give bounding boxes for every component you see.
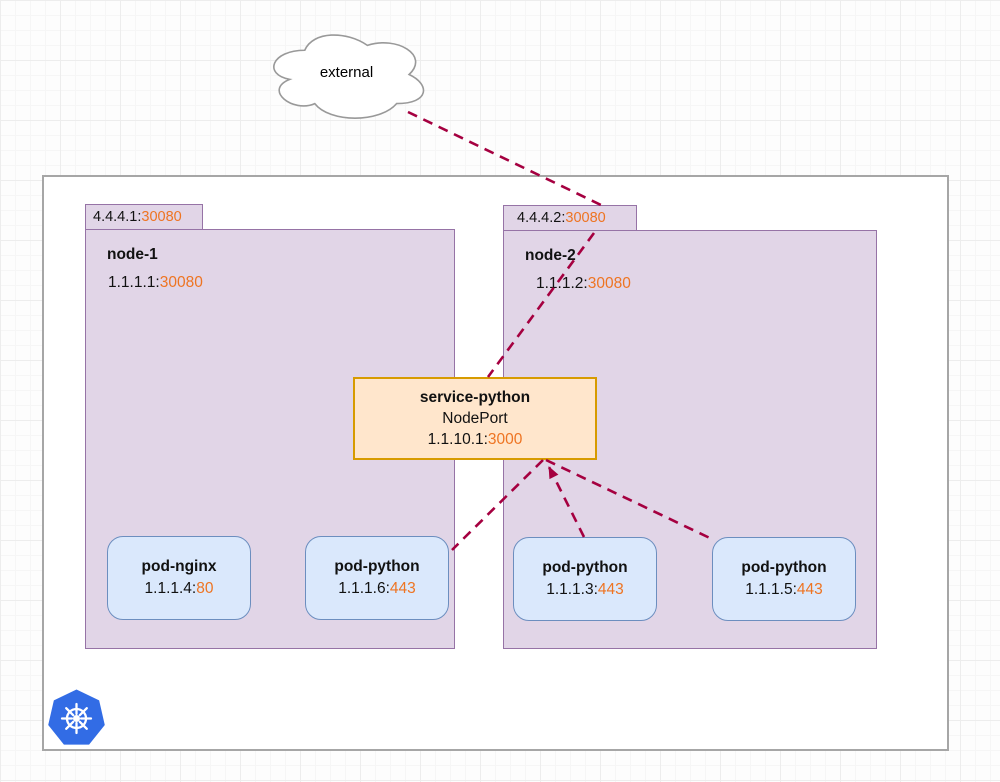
pod-name: pod-python (334, 558, 420, 575)
external-label: external (319, 64, 374, 81)
cloud-icon (273, 34, 425, 119)
pod-ip: 1.1.1.3:443 (546, 581, 624, 598)
service-ip: 1.1.10.1:3000 (427, 431, 523, 448)
service-box: service-python NodePort 1.1.10.1:3000 (353, 377, 597, 460)
node1-nodeport-tab: 4.4.4.1:30080 (85, 204, 203, 230)
pod-python-node1-box: pod-python 1.1.1.6:443 (305, 536, 449, 620)
pod-python-node2b-box: pod-python 1.1.1.5:443 (712, 537, 856, 621)
pod-ip: 1.1.1.5:443 (745, 581, 823, 598)
pod-name: pod-nginx (141, 558, 217, 575)
external-cloud: external (263, 26, 430, 123)
service-type: NodePort (442, 410, 508, 427)
service-name: service-python (419, 389, 531, 406)
pod-name: pod-python (741, 559, 827, 576)
pod-ip: 1.1.1.4:80 (144, 580, 214, 597)
kubernetes-logo-icon (48, 689, 105, 745)
node1-tab-port: 30080 (141, 209, 182, 225)
node1-tab-ip: 4.4.4.1: (93, 209, 142, 225)
node1-ip: 1.1.1.1:30080 (108, 274, 203, 291)
pod-nginx-box: pod-nginx 1.1.1.4:80 (107, 536, 251, 620)
node2-ip: 1.1.1.2:30080 (536, 275, 631, 292)
node2-nodeport-tab: 4.4.4.2:30080 (503, 205, 637, 231)
pod-python-node2a-box: pod-python 1.1.1.3:443 (513, 537, 657, 621)
node2-tab-port: 30080 (565, 210, 606, 226)
node2-tab-ip: 4.4.4.2: (517, 210, 566, 226)
pod-ip: 1.1.1.6:443 (338, 580, 416, 597)
node2-name: node-2 (525, 247, 576, 264)
pod-name: pod-python (542, 559, 628, 576)
node1-name: node-1 (107, 246, 158, 263)
